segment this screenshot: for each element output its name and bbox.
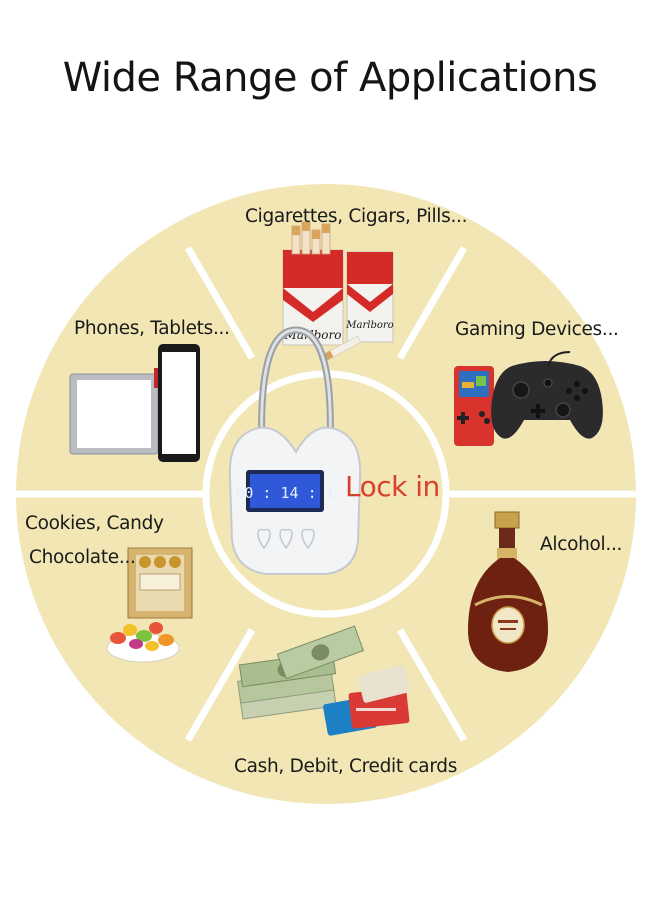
wheel-separators — [16, 246, 636, 742]
segment-label-cash: Cash, Debit, Credit cards — [234, 756, 458, 777]
cigarette-packs-image: Marlboro Marlboro — [282, 221, 394, 364]
lock-in-label: Lock in — [345, 470, 440, 503]
phone-tablet-image — [69, 344, 200, 462]
segment-label-cookies-line2: Chocolate... — [29, 547, 136, 568]
segment-label-gaming: Gaming Devices... — [455, 319, 619, 340]
svg-text:Marlboro: Marlboro — [345, 320, 393, 331]
segment-label-cigarettes: Cigarettes, Cigars, Pills... — [245, 206, 468, 227]
segment-label-phones: Phones, Tablets... — [74, 318, 230, 339]
svg-text:00 : 14 : 1: 00 : 14 : 1 — [235, 484, 334, 502]
segment-label-alcohol: Alcohol... — [540, 534, 623, 555]
page-title: Wide Range of Applications — [62, 55, 598, 101]
cash-cards-image — [237, 625, 411, 736]
gaming-devices-image — [454, 351, 603, 446]
timer-lock-image: 00 : 14 : 1 — [228, 326, 362, 575]
chocolates-candy-image — [106, 547, 193, 663]
segment-label-cookies-line1: Cookies, Candy — [25, 513, 164, 534]
cognac-bottle-image — [468, 511, 548, 672]
